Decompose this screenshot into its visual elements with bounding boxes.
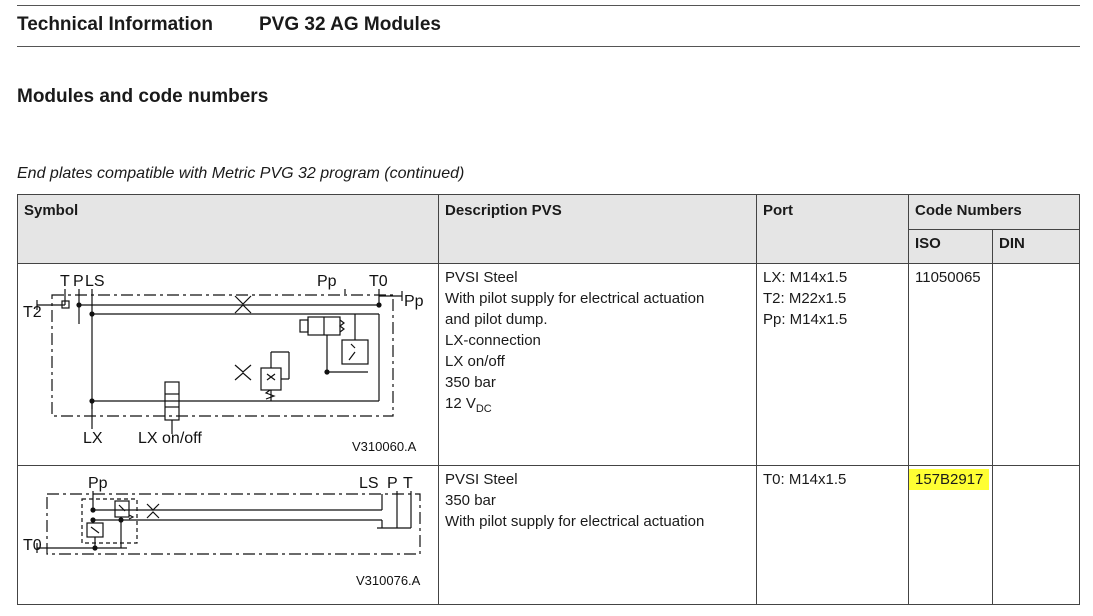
row-sep [17,465,1080,466]
row2-desc-line: PVSI Steel [445,471,518,488]
symbol1-label-lx-onoff: LX on/off [138,430,202,447]
symbol2-label-t: T [403,475,413,492]
row1-desc-line: LX on/off [445,353,505,370]
row1-port: Pp: M14x1.5 [763,311,848,328]
row2-desc-line: With pilot supply for electrical actuati… [445,513,705,530]
table-caption: End plates compatible with Metric PVG 32… [17,165,465,182]
page-title: Modules and code numbers [17,86,269,107]
code-numbers-sub-sep [908,229,1080,230]
row1-desc-line: LX-connection [445,332,541,349]
row1-voltage: 12 VDC [445,393,704,420]
symbol1-label-ls: LS [85,273,105,290]
row2-desc-line: 350 bar [445,492,496,509]
col-sep-1 [438,194,439,605]
table-border-right [1079,194,1080,605]
header-section: Technical Information [17,14,214,35]
row1-voltage-subscript: DC [475,403,492,415]
col-header-port: Port [763,202,793,219]
row1-ports: LX: M14x1.5 T2: M22x1.5 Pp: M14x1.5 [763,267,847,330]
col-header-symbol: Symbol [24,202,79,219]
symbol1-label-pp-right: Pp [404,293,424,310]
col-sep-3 [908,194,909,605]
table-header-bg [17,194,1080,263]
symbol2-label-t0: T0 [23,537,42,554]
symbol1-label-pp-top: Pp [317,273,337,290]
table-border-top [17,194,1080,195]
symbol2-label-p: P [387,475,398,492]
row1-port: LX: M14x1.5 [763,269,848,286]
col-header-iso: ISO [915,235,941,252]
hydraulic-symbol-2: Pp LS P T T0 V310076.A [23,475,421,588]
col-header-din: DIN [999,235,1025,252]
hydraulic-symbol-1: T P LS Pp T0 T2 Pp LX LX on/off V310060.… [23,273,424,454]
header-product: PVG 32 AG Modules [259,14,441,35]
row1-port: T2: M22x1.5 [763,290,847,307]
header-body-sep [17,263,1080,264]
col-sep-2 [756,194,757,605]
row2-ports: T0: M14x1.5 [763,469,846,490]
row1-description: PVSI Steel With pilot supply for electri… [445,267,704,420]
code-numbers-table: Symbol Description PVS Port Code Numbers… [17,194,1080,605]
row1-desc-line: and pilot dump. [445,311,548,328]
symbol1-label-t: T [60,273,70,290]
row1-iso-code: 11050065 [915,269,981,286]
table-border-left [17,194,18,605]
row1-desc-line: 350 bar [445,374,496,391]
col-header-code-numbers: Code Numbers [915,202,1022,219]
row1-desc-line: PVSI Steel [445,269,518,286]
symbol1-label-t0: T0 [369,273,388,290]
col-header-description: Description PVS [445,202,562,219]
symbol1-label-t2: T2 [23,304,42,321]
header-rule-top [17,5,1080,6]
header-rule-bottom [17,46,1080,47]
symbol2-label-pp: Pp [88,475,108,492]
row2-iso-code: 157B2917 [909,469,990,490]
row2-port: T0: M14x1.5 [763,471,847,488]
symbol1-label-p: P [73,273,84,290]
symbol2-label-ls: LS [359,475,379,492]
row1-voltage-value: 12 V [445,395,476,412]
row2-description: PVSI Steel 350 bar With pilot supply for… [445,469,704,532]
symbol1-ref: V310060.A [352,439,417,454]
col-sep-4 [992,229,993,605]
table-border-bottom [17,604,1080,605]
symbol2-ref: V310076.A [356,573,421,588]
symbol1-label-lx: LX [83,430,103,447]
highlighted-code: 157B2917 [909,469,990,490]
row1-desc-line: With pilot supply for electrical actuati… [445,290,705,307]
